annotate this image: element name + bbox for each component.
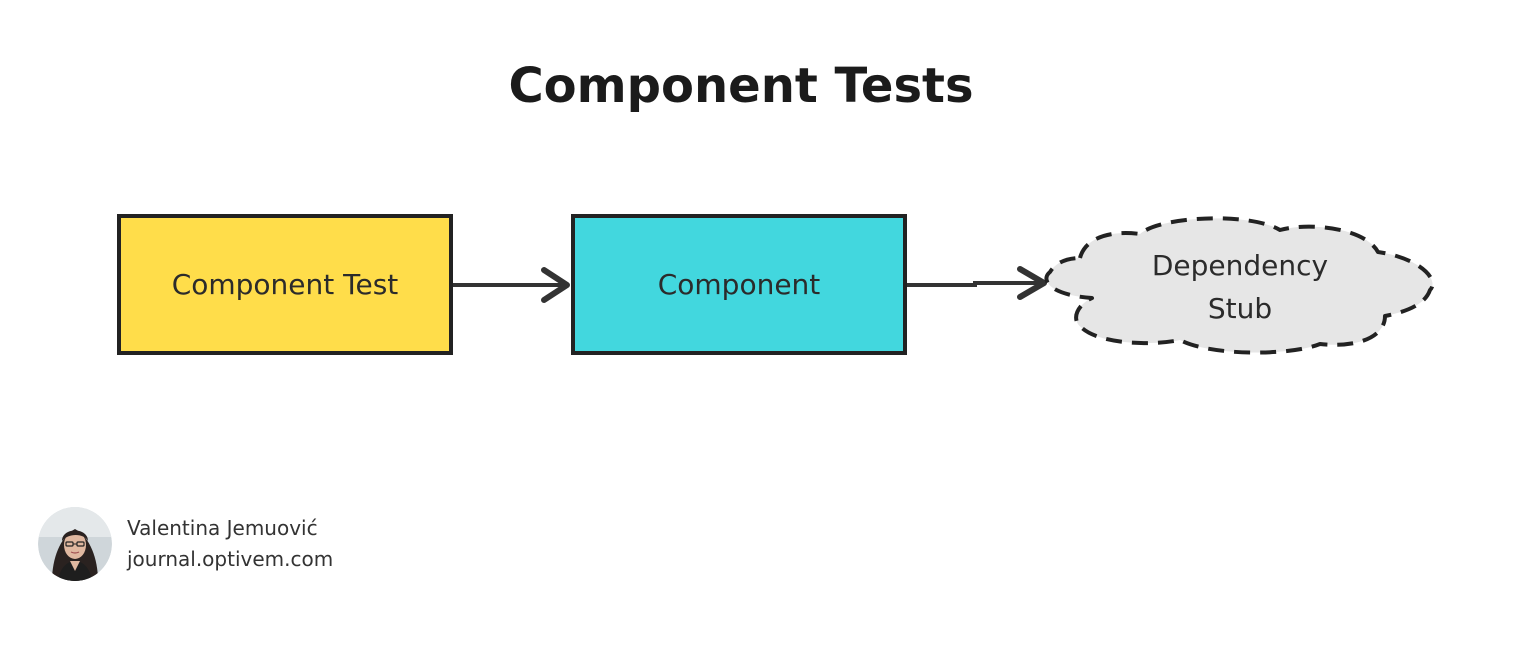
author-name: Valentina Jemuović bbox=[127, 516, 318, 540]
author-site: journal.optivem.com bbox=[127, 547, 334, 571]
component-box: Component bbox=[571, 214, 907, 355]
author-text: Valentina Jemuović journal.optivem.com bbox=[127, 513, 333, 575]
component-test-box: Component Test bbox=[117, 214, 453, 355]
person-photo-icon bbox=[38, 507, 112, 581]
dependency-stub-label-line2: Stub bbox=[1207, 292, 1273, 325]
author-credit: Valentina Jemuović journal.optivem.com bbox=[38, 507, 333, 581]
page-title: Component Tests bbox=[508, 58, 974, 114]
dependency-stub-cloud bbox=[1044, 216, 1435, 355]
component-label: Component bbox=[657, 268, 821, 301]
arrow-component-to-stub bbox=[907, 266, 1047, 300]
component-test-label: Component Test bbox=[171, 268, 399, 301]
dependency-stub-label-line1: Dependency bbox=[1151, 249, 1329, 282]
dependency-stub-label: Dependency Stub bbox=[1110, 244, 1370, 330]
arrow-test-to-component bbox=[453, 267, 570, 303]
